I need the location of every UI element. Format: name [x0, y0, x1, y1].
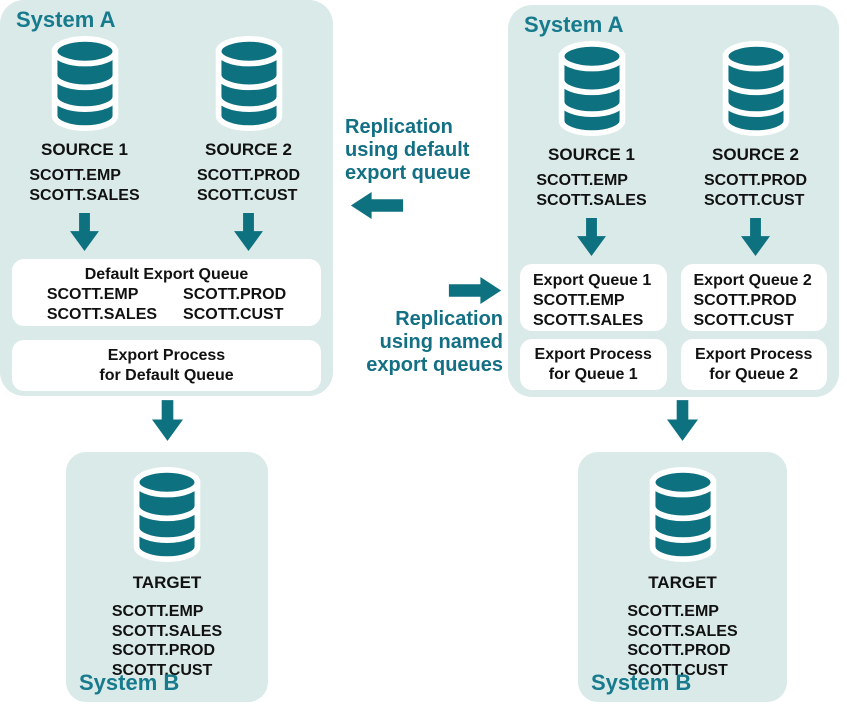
- table-name: SCOTT.EMP: [46, 286, 139, 304]
- left-system-a-title: System A: [16, 7, 116, 32]
- database-icon: [47, 36, 123, 131]
- annotation-line: export queue: [345, 161, 471, 184]
- source-table-list: SCOTT.PROD SCOTT.CUST: [197, 166, 300, 205]
- left-sources-row: SOURCE 1 SCOTT.EMP SCOTT.SALES SOURCE 2 …: [12, 36, 321, 251]
- left-arrow-icon: [348, 192, 406, 219]
- target-name: TARGET: [648, 573, 717, 592]
- export-process-1-box: Export Process for Queue 1: [520, 339, 667, 391]
- table-name: SCOTT.SALES: [46, 305, 158, 323]
- table-name: SCOTT.SALES: [29, 186, 140, 204]
- table-name: SCOTT.SALES: [111, 622, 223, 640]
- left-system-b-title: System B: [79, 670, 180, 695]
- table-name: SCOTT.CUST: [196, 186, 298, 204]
- table-name: SCOTT.CUST: [627, 661, 728, 679]
- source-table-list: SCOTT.PROD SCOTT.CUST: [704, 171, 807, 210]
- right-system-b-title: System B: [591, 670, 692, 695]
- table-name: SCOTT.CUST: [183, 305, 284, 323]
- down-arrow-icon: [70, 213, 99, 251]
- table-name: SCOTT.EMP: [627, 603, 719, 620]
- default-export-queue-box: Default Export Queue SCOTT.EMP SCOTT.SAL…: [12, 259, 321, 327]
- down-arrow-icon: [152, 400, 183, 441]
- right-system-a-title: System A: [524, 12, 624, 37]
- left-system-b-panel: TARGET SCOTT.EMP SCOTT.SALES SCOTT.PROD …: [66, 452, 268, 702]
- table-name: SCOTT.PROD: [627, 642, 731, 660]
- target-table-list: SCOTT.EMP SCOTT.SALES SCOTT.PROD SCOTT.C…: [112, 602, 222, 680]
- process-box-line: Export Process: [695, 345, 813, 363]
- source-name: SOURCE 1: [41, 140, 128, 159]
- queue-column: SCOTT.PROD SCOTT.CUST: [183, 285, 286, 324]
- table-name: SCOTT.PROD: [703, 172, 808, 189]
- database-icon: [129, 467, 205, 562]
- source-table-list: SCOTT.EMP SCOTT.SALES: [29, 166, 139, 205]
- annotation-line: using default: [345, 138, 470, 161]
- export-queue-2-box: Export Queue 2 SCOTT.PROD SCOTT.CUST: [680, 264, 827, 332]
- table-name: SCOTT.CUST: [693, 311, 794, 329]
- named-process-boxes-row: Export Process for Queue 1 Export Proces…: [520, 339, 827, 391]
- table-name: SCOTT.PROD: [196, 167, 301, 184]
- queue-column: SCOTT.EMP SCOTT.SALES: [47, 285, 157, 324]
- queue-box-title: Export Queue 1: [533, 272, 652, 290]
- default-export-process-box: Export Process for Default Queue: [12, 340, 321, 392]
- process-box-line: for Queue 1: [548, 365, 638, 383]
- right-source-2-group: SOURCE 2 SCOTT.PROD SCOTT.CUST: [686, 41, 826, 256]
- table-name: SCOTT.EMP: [536, 172, 628, 189]
- down-arrow-icon: [667, 400, 698, 441]
- database-icon: [718, 41, 794, 136]
- table-name: SCOTT.PROD: [183, 286, 287, 304]
- process-box-line: Export Process: [534, 345, 652, 363]
- table-name: SCOTT.EMP: [111, 603, 204, 620]
- right-sources-row: SOURCE 1 SCOTT.EMP SCOTT.SALES SOURCE 2 …: [520, 41, 827, 256]
- process-box-line: for Default Queue: [99, 366, 234, 384]
- database-icon: [211, 36, 287, 131]
- annotation-default-queue: Replication using default export queue: [345, 116, 503, 184]
- right-system-a-panel: System A SOURCE 1 SCOTT.EMP SCOTT.SALES …: [508, 5, 839, 397]
- table-name: SCOTT.PROD: [111, 642, 215, 660]
- annotation-line: using named: [379, 330, 503, 353]
- queue-box-title: Export Queue 2: [693, 272, 812, 290]
- left-source-1-group: SOURCE 1 SCOTT.EMP SCOTT.SALES: [15, 36, 155, 251]
- source-name: SOURCE 2: [205, 140, 292, 159]
- table-name: SCOTT.EMP: [29, 167, 121, 184]
- table-name: SCOTT.EMP: [533, 291, 625, 309]
- source-name: SOURCE 2: [712, 145, 799, 164]
- right-source-1-group: SOURCE 1 SCOTT.EMP SCOTT.SALES: [522, 41, 662, 256]
- table-name: SCOTT.CUST: [111, 661, 213, 679]
- left-source-2-group: SOURCE 2 SCOTT.PROD SCOTT.CUST: [179, 36, 319, 251]
- annotation-line: Replication: [395, 308, 503, 330]
- table-name: SCOTT.CUST: [703, 191, 805, 209]
- process-box-line: for Queue 2: [709, 365, 799, 383]
- annotation-line: Replication: [345, 116, 453, 138]
- database-icon: [645, 467, 721, 562]
- export-process-2-box: Export Process for Queue 2: [680, 339, 827, 391]
- annotation-line: export queues: [366, 353, 503, 376]
- table-name: SCOTT.SALES: [627, 622, 738, 640]
- down-arrow-icon: [741, 218, 770, 256]
- source-table-list: SCOTT.EMP SCOTT.SALES: [536, 171, 646, 210]
- down-arrow-icon: [577, 218, 606, 256]
- queue-box-title: Default Export Queue: [84, 266, 249, 284]
- named-queue-boxes-row: Export Queue 1 SCOTT.EMP SCOTT.SALES Exp…: [520, 264, 827, 332]
- right-arrow-icon: [446, 277, 504, 304]
- source-name: SOURCE 1: [548, 145, 635, 164]
- queue-box-columns: SCOTT.EMP SCOTT.SALES SCOTT.PROD SCOTT.C…: [12, 285, 321, 324]
- down-arrow-icon: [234, 213, 263, 251]
- database-icon: [554, 41, 630, 136]
- process-box-line: Export Process: [107, 346, 226, 364]
- right-system-b-panel: TARGET SCOTT.EMP SCOTT.SALES SCOTT.PROD …: [578, 452, 787, 702]
- export-queue-1-box: Export Queue 1 SCOTT.EMP SCOTT.SALES: [520, 264, 667, 332]
- annotation-named-queues: Replication using named export queues: [333, 308, 503, 376]
- left-system-a-panel: System A SOURCE 1 SCOTT.EMP SCOTT.SALES …: [0, 0, 333, 396]
- table-name: SCOTT.SALES: [536, 191, 647, 209]
- table-name: SCOTT.SALES: [533, 311, 644, 329]
- target-table-list: SCOTT.EMP SCOTT.SALES SCOTT.PROD SCOTT.C…: [627, 602, 737, 680]
- target-name: TARGET: [132, 573, 202, 592]
- table-name: SCOTT.PROD: [693, 291, 797, 309]
